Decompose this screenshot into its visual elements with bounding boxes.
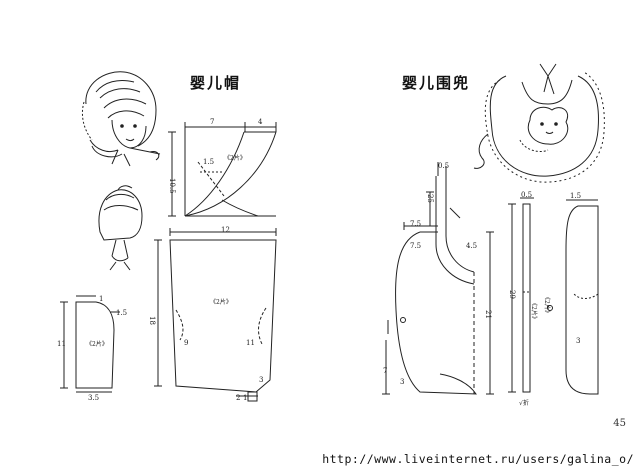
page-number: 45: [613, 418, 626, 429]
label-body-bottom-a: 2: [236, 394, 240, 402]
bonnet-back-illustration: [98, 185, 143, 271]
label-crown-top-right: 4: [258, 118, 263, 126]
label-body-height: 18: [148, 316, 156, 325]
label-edge-width: 1.5: [570, 192, 581, 200]
label-crown-piece: 《2片》: [224, 154, 246, 162]
bib-edge-piece: [547, 199, 599, 395]
bib-main-piece: [382, 162, 494, 395]
label-edge-side: 3: [576, 337, 580, 345]
label-ruffle-width: 0.5: [521, 191, 532, 199]
bonnet-crown-piece: [168, 122, 277, 217]
bonnet-title: 婴儿帽: [190, 74, 242, 92]
label-ruffle-length: 29: [508, 290, 516, 299]
label-band-side: 1.5: [116, 309, 127, 317]
label-bib-strap-width: 0.5: [438, 162, 449, 170]
label-ruffle-piece: 《2片》: [530, 300, 538, 322]
label-band-top: 1: [99, 295, 103, 303]
label-bib-bottom-side: 7: [383, 367, 387, 375]
label-edge-piece: 《2片》: [543, 294, 551, 316]
label-bib-top-inner: 7.5: [410, 242, 421, 250]
label-body-piece: 《2片》: [210, 298, 232, 306]
label-band-piece: 《2片》: [86, 340, 108, 348]
label-fold: √折: [519, 399, 529, 407]
bonnet-band-piece: [60, 295, 120, 393]
label-bib-top-left: 7.5: [410, 220, 421, 228]
label-bib-neck: 4.5: [466, 242, 477, 250]
label-body-right-side: 11: [246, 339, 255, 347]
label-bib-strap-len: 25: [426, 194, 434, 203]
bib-ruffle-piece: [508, 197, 534, 393]
label-bib-bottom: 3: [400, 378, 404, 386]
label-body-bottom-b: 1: [243, 394, 247, 402]
label-band-height: 11: [57, 340, 66, 348]
label-body-corner: 3: [259, 376, 263, 384]
label-crown-curve: 1.5: [203, 158, 214, 166]
label-body-left-side: 9: [184, 339, 188, 347]
bonnet-body-piece: [154, 228, 277, 402]
bib-title: 婴儿围兜: [402, 74, 471, 92]
bonnet-head-illustration: [81, 71, 161, 167]
source-url: http://www.liveinternet.ru/users/galina_…: [322, 452, 634, 466]
label-bib-height: 21: [484, 310, 492, 319]
label-crown-top-left: 7: [210, 118, 214, 126]
label-crown-height: 10.5: [168, 178, 176, 194]
label-body-width: 12: [221, 226, 230, 234]
label-band-width: 3.5: [88, 394, 99, 402]
bib-illustration: [473, 63, 605, 183]
